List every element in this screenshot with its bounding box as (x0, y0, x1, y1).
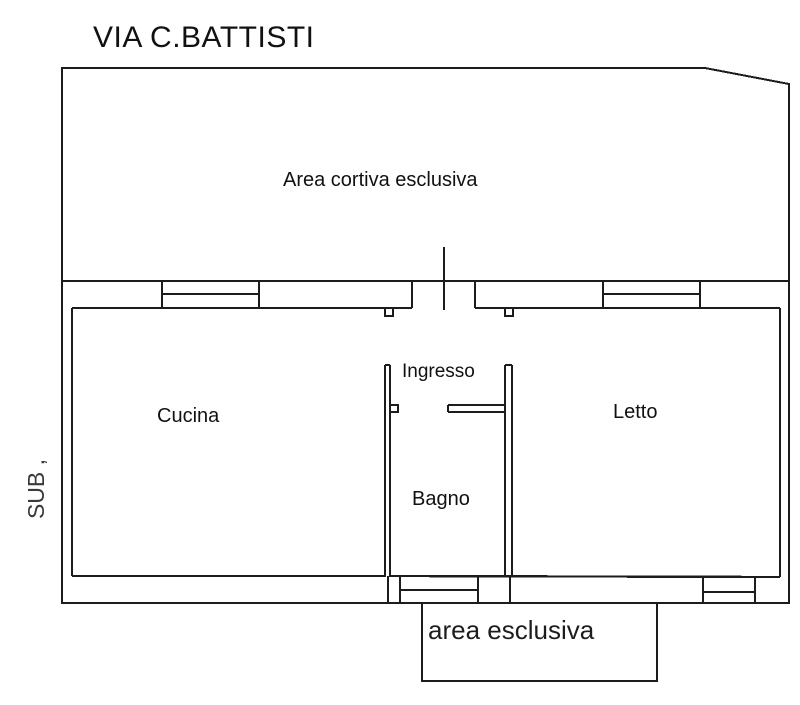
hall-bath-left-wall (383, 363, 400, 577)
side-sub-label: SUB , (23, 458, 49, 520)
bath-bedroom-wall (503, 363, 514, 577)
facade-wall (62, 279, 789, 310)
entrance-door-symbol (383, 247, 515, 318)
kitchen-window-symbol (160, 281, 261, 308)
bedroom-walls (389, 308, 782, 579)
room-label-bagno: Bagno (412, 488, 470, 510)
kitchen-walls (70, 308, 385, 578)
bedroom-bottom-window-symbol (701, 577, 757, 603)
exclusive-area-box (420, 603, 659, 683)
site-boundary-outline (61, 67, 790, 604)
room-label-letto: Letto (613, 401, 658, 423)
courtyard-area-label: Area cortiva esclusiva (283, 169, 478, 191)
bedroom-window-symbol (601, 281, 702, 308)
bath-window-symbol (386, 576, 512, 603)
room-label-cucina: Cucina (157, 405, 220, 427)
street-label: VIA C.BATTISTI (93, 21, 315, 54)
room-label-ingresso: Ingresso (402, 361, 475, 382)
exclusive-area-label: area esclusiva (428, 615, 595, 645)
hall-bath-divider-wall (446, 403, 505, 414)
